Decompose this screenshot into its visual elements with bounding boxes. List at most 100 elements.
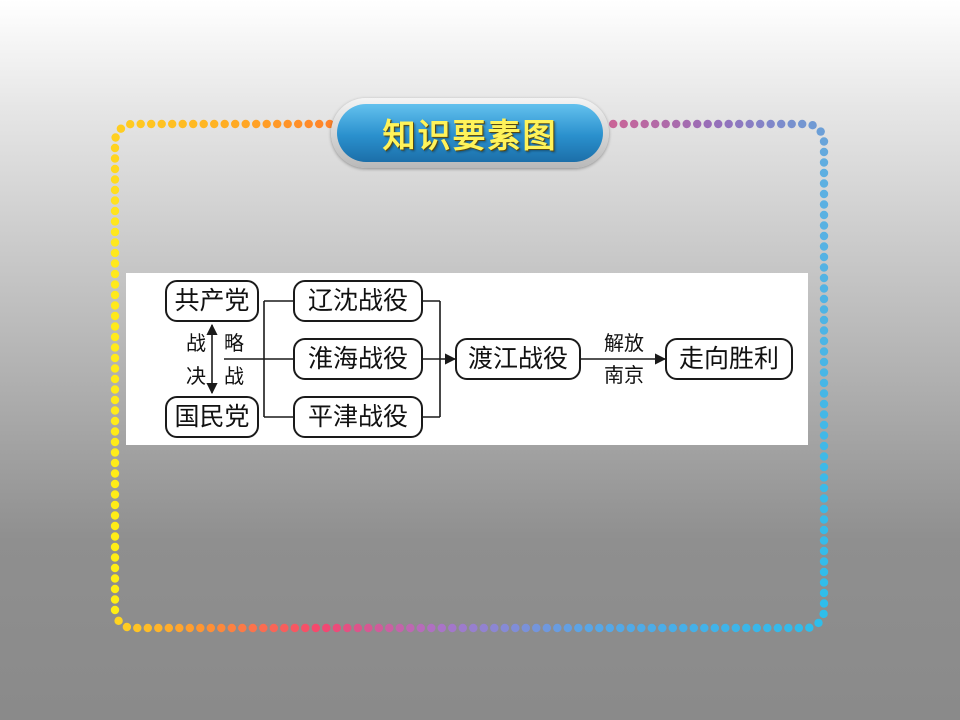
frame-dot bbox=[110, 490, 120, 499]
frame-dot bbox=[164, 623, 173, 633]
frame-dot bbox=[672, 119, 681, 129]
frame-dot bbox=[110, 238, 120, 247]
node-pingjin: 平津战役 bbox=[307, 402, 408, 431]
frame-dot bbox=[626, 623, 635, 633]
frame-dot bbox=[819, 462, 829, 472]
frame-dot bbox=[374, 623, 383, 633]
edge-label-nanjing: 南京 bbox=[604, 363, 644, 387]
frame-dot bbox=[640, 119, 649, 129]
frame-dot bbox=[315, 119, 324, 129]
node-communist: 共产党 bbox=[174, 286, 250, 315]
frame-dot bbox=[110, 574, 120, 583]
frame-dot bbox=[630, 119, 639, 129]
frame-dot bbox=[110, 154, 120, 163]
frame-dot bbox=[114, 616, 123, 625]
frame-dot bbox=[819, 494, 829, 503]
node-victory: 走向胜利 bbox=[678, 344, 779, 373]
frame-dot bbox=[819, 515, 829, 524]
frame-dot bbox=[283, 119, 292, 129]
frame-dot bbox=[819, 420, 829, 430]
diagram-svg bbox=[165, 280, 793, 438]
frame-dot bbox=[721, 623, 730, 633]
frame-dot bbox=[259, 623, 268, 633]
frame-dot bbox=[710, 623, 719, 633]
frame-dot bbox=[427, 623, 436, 633]
frame-dot bbox=[416, 623, 425, 633]
frame-dot bbox=[714, 119, 723, 129]
frame-dot bbox=[110, 143, 120, 153]
frame-dot bbox=[479, 623, 488, 633]
frame-dot bbox=[819, 536, 829, 545]
frame-dot bbox=[595, 623, 604, 633]
frame-dot bbox=[111, 133, 120, 142]
frame-dot bbox=[110, 469, 120, 478]
frame-dot bbox=[110, 448, 120, 457]
frame-dot bbox=[693, 119, 702, 129]
frame-dot bbox=[110, 290, 120, 300]
frame-dot bbox=[110, 532, 120, 541]
frame-dot bbox=[819, 473, 829, 482]
frame-dot bbox=[798, 119, 807, 129]
frame-dot bbox=[819, 483, 829, 493]
frame-dot bbox=[808, 121, 817, 130]
frame-dot bbox=[784, 623, 793, 633]
frame-dot bbox=[110, 406, 120, 415]
frame-dot bbox=[647, 623, 656, 633]
frame-dot bbox=[110, 343, 120, 352]
frame-dot bbox=[406, 623, 415, 633]
frame-dot bbox=[343, 623, 352, 633]
frame-dot bbox=[819, 452, 829, 461]
frame-dot bbox=[110, 269, 120, 279]
frame-dot bbox=[819, 336, 829, 346]
frame-dot bbox=[805, 623, 814, 632]
edge-label-liberate: 解放 bbox=[604, 331, 644, 355]
frame-dot bbox=[110, 374, 120, 384]
frame-dot bbox=[110, 605, 120, 615]
frame-dot bbox=[110, 259, 120, 268]
frame-dot bbox=[756, 119, 765, 129]
diagram-panel: 共产党 国民党 辽沈战役 淮海战役 平津战役 渡江战役 走向胜利 战 决 略 战… bbox=[126, 273, 808, 445]
frame-dot bbox=[819, 315, 829, 325]
node-liaoshen: 辽沈战役 bbox=[307, 286, 408, 315]
frame-dot bbox=[521, 623, 530, 633]
label-zhan-right: 战 bbox=[224, 364, 244, 388]
frame-dot bbox=[819, 284, 829, 293]
label-zhan-left: 战 bbox=[186, 331, 206, 355]
frame-dot bbox=[605, 623, 614, 633]
frame-dot bbox=[110, 280, 120, 289]
frame-dot bbox=[311, 623, 320, 633]
frame-dot bbox=[304, 119, 313, 129]
frame-dot bbox=[752, 623, 761, 633]
frame-dot bbox=[110, 227, 120, 237]
frame-dot bbox=[819, 389, 829, 398]
frame-dot bbox=[110, 542, 120, 552]
node-kmt: 国民党 bbox=[174, 402, 250, 431]
frame-dot bbox=[395, 623, 404, 633]
frame-dot bbox=[110, 595, 120, 604]
frame-dot bbox=[220, 119, 229, 129]
frame-dot bbox=[819, 399, 829, 409]
frame-dot bbox=[262, 119, 271, 129]
frame-dot bbox=[819, 252, 829, 262]
frame-dot bbox=[110, 301, 120, 310]
frame-dot bbox=[110, 479, 120, 489]
frame-dot bbox=[210, 119, 219, 129]
frame-dot bbox=[819, 609, 828, 619]
frame-dot bbox=[110, 332, 120, 342]
node-box-communist bbox=[165, 280, 259, 322]
node-dujiang: 渡江战役 bbox=[467, 344, 568, 373]
frame-dot bbox=[700, 623, 709, 633]
frame-dot bbox=[819, 158, 829, 167]
frame-dot bbox=[110, 553, 120, 562]
frame-dot bbox=[819, 263, 829, 272]
frame-dot bbox=[290, 623, 299, 633]
frame-dot bbox=[168, 119, 177, 129]
frame-dot bbox=[126, 120, 135, 129]
frame-dot bbox=[668, 623, 677, 633]
frame-dot bbox=[819, 441, 829, 451]
frame-dot bbox=[574, 623, 583, 633]
frame-dot bbox=[133, 623, 142, 633]
frame-dot bbox=[742, 623, 751, 633]
frame-dot bbox=[819, 578, 829, 587]
frame-dot bbox=[273, 119, 282, 129]
